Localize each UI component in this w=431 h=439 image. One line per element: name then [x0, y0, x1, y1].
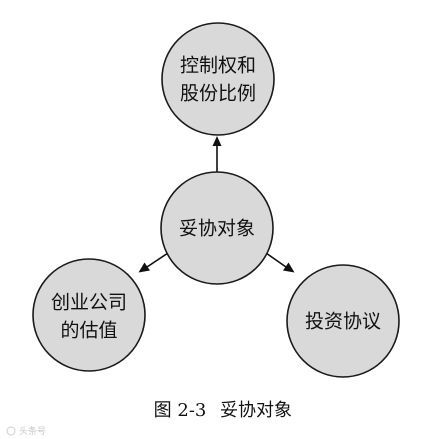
arrowhead-right-icon	[283, 262, 295, 273]
connector-to-top	[212, 136, 222, 172]
connector-to-left	[138, 252, 169, 273]
arrowhead-top-icon	[212, 136, 222, 146]
node-investment-agreement-label: 投资协议	[305, 311, 381, 333]
figure-number: 图 2-3	[154, 400, 207, 421]
node-startup-valuation: 创业公司 的估值	[32, 258, 146, 372]
figure-title: 妥协对象	[220, 400, 292, 421]
node-compromise-target-label: 妥协对象	[179, 218, 255, 240]
watermark: 头条号	[6, 425, 46, 437]
node-control-and-equity: 控制权和 股份比例	[161, 22, 275, 136]
node-control-and-equity-line-2: 股份比例	[180, 83, 256, 105]
watermark-text: 头条号	[19, 425, 46, 437]
watermark-logo-icon	[6, 426, 16, 436]
node-startup-valuation-line-2: 的估值	[60, 320, 117, 342]
arrowhead-left-icon	[138, 262, 150, 273]
node-compromise-target: 妥协对象	[160, 171, 274, 285]
node-control-and-equity-line-1: 控制权和	[180, 55, 256, 77]
node-startup-valuation-line-1: 创业公司	[51, 292, 127, 314]
connector-to-right	[265, 252, 295, 273]
node-investment-agreement: 投资协议	[286, 264, 400, 378]
figure-caption: 图 2-3 妥协对象	[154, 400, 292, 421]
